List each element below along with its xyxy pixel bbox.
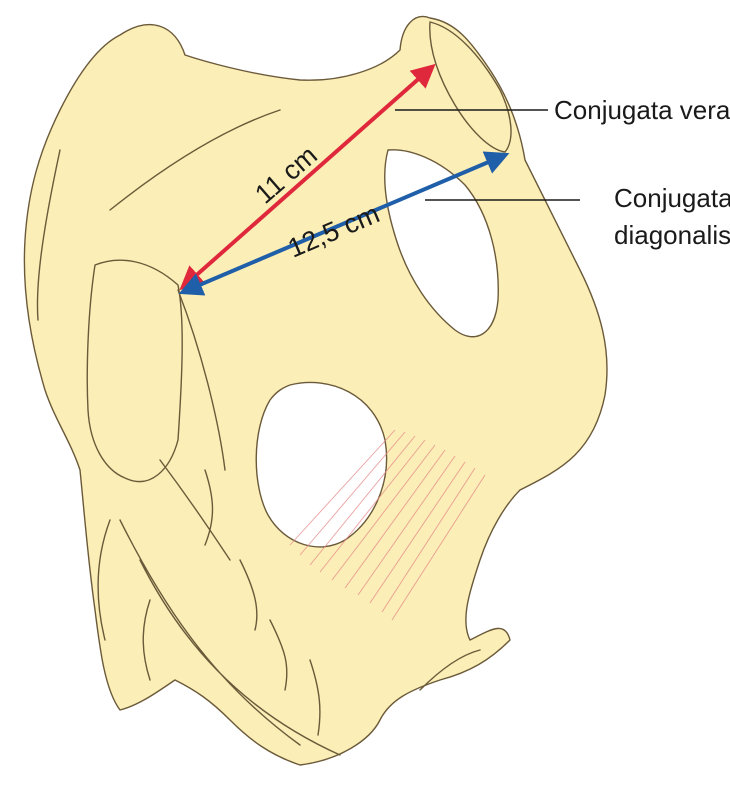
conjugata-diagonalis-label-line2: diagonalis bbox=[614, 220, 730, 250]
sacrum bbox=[87, 260, 182, 481]
conjugata-diagonalis-label-line1: Conjugata bbox=[614, 183, 730, 213]
conjugata-vera-label: Conjugata vera bbox=[554, 95, 730, 125]
